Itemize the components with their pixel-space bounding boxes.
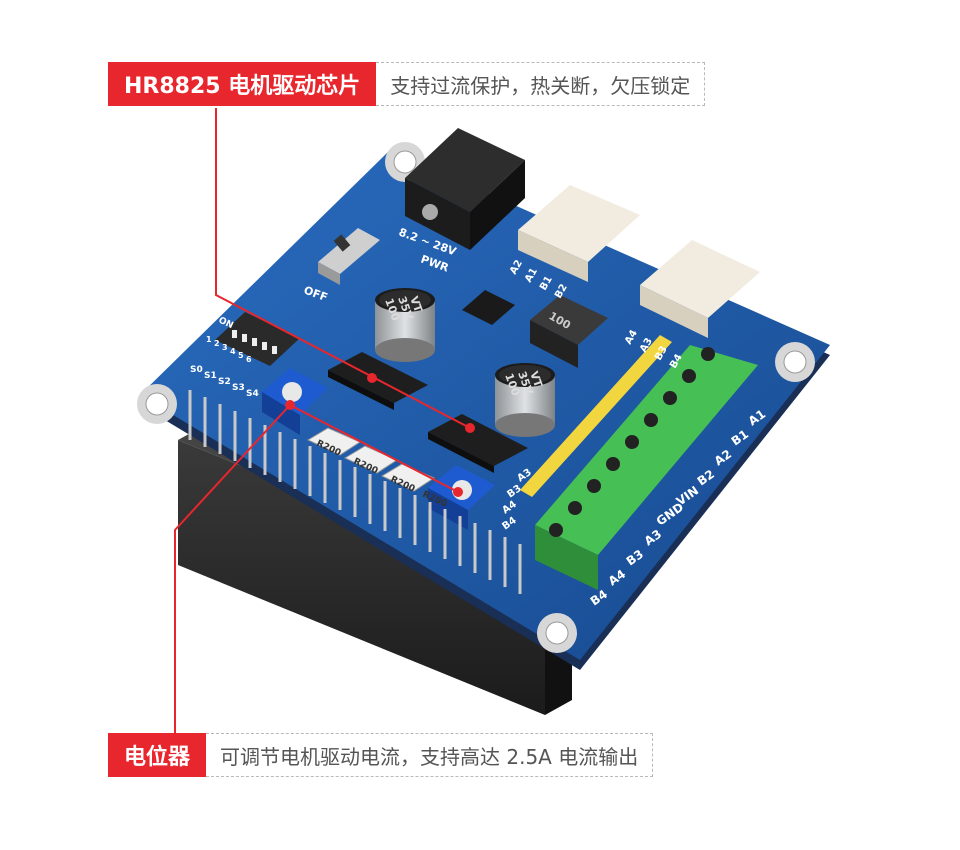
dip-number: 3 [222, 343, 228, 352]
driver-callout-title: HR8825 电机驱动芯片 [108, 62, 377, 106]
dip-number: 1 [206, 335, 212, 344]
yellow-pin-header [520, 335, 672, 497]
dip-label: S1 [204, 371, 217, 381]
driver-callout-desc: 支持过流保护，热关断，欠压锁定 [376, 62, 706, 106]
mounting-hole [775, 342, 815, 382]
gpio-pins [188, 390, 522, 594]
dip-switch [215, 312, 300, 366]
hr8825-chip-2 [428, 414, 528, 473]
dip-number: 2 [214, 339, 220, 348]
dip-label: S2 [218, 377, 231, 387]
driver-leader-line [215, 108, 475, 433]
dip-label: S0 [190, 365, 203, 375]
dip-number: 5 [238, 351, 244, 360]
mounting-hole [137, 384, 177, 424]
jst-left-labels: A2 A1 B1 B2 [508, 258, 570, 300]
jst-connector-left [518, 185, 640, 282]
pot-callout: 电位器 可调节电机驱动电流，支持高达 2.5A 电流输出 [108, 733, 654, 777]
dip-number: 4 [230, 347, 236, 356]
dc-power-jack [405, 128, 525, 250]
inductor [530, 295, 608, 368]
sense-resistor [380, 463, 436, 492]
pot-callout-desc: 可调节电机驱动电流，支持高达 2.5A 电流输出 [206, 733, 654, 777]
dip-label: S3 [232, 383, 245, 393]
dip-labels: S0 S1 S2 S3 S4 1 2 3 4 5 6 [190, 335, 259, 399]
driver-callout: HR8825 电机驱动芯片 支持过流保护，热关断，欠压锁定 [108, 62, 706, 106]
cap-mark: VT [407, 295, 425, 315]
dip-label: S4 [246, 389, 259, 399]
capacitor [375, 288, 435, 362]
screw-terminal [535, 345, 758, 590]
hr8825-chip-1 [328, 352, 428, 410]
jst-connector-right [640, 240, 760, 338]
pot-leader-line [174, 400, 463, 735]
dip-number: 6 [246, 355, 252, 364]
pot-callout-title: 电位器 [108, 733, 207, 777]
capacitor [495, 363, 555, 437]
power-switch [318, 228, 380, 285]
small-ic [462, 290, 515, 325]
mounting-hole [537, 613, 577, 653]
cap-mark: VT [527, 370, 545, 390]
